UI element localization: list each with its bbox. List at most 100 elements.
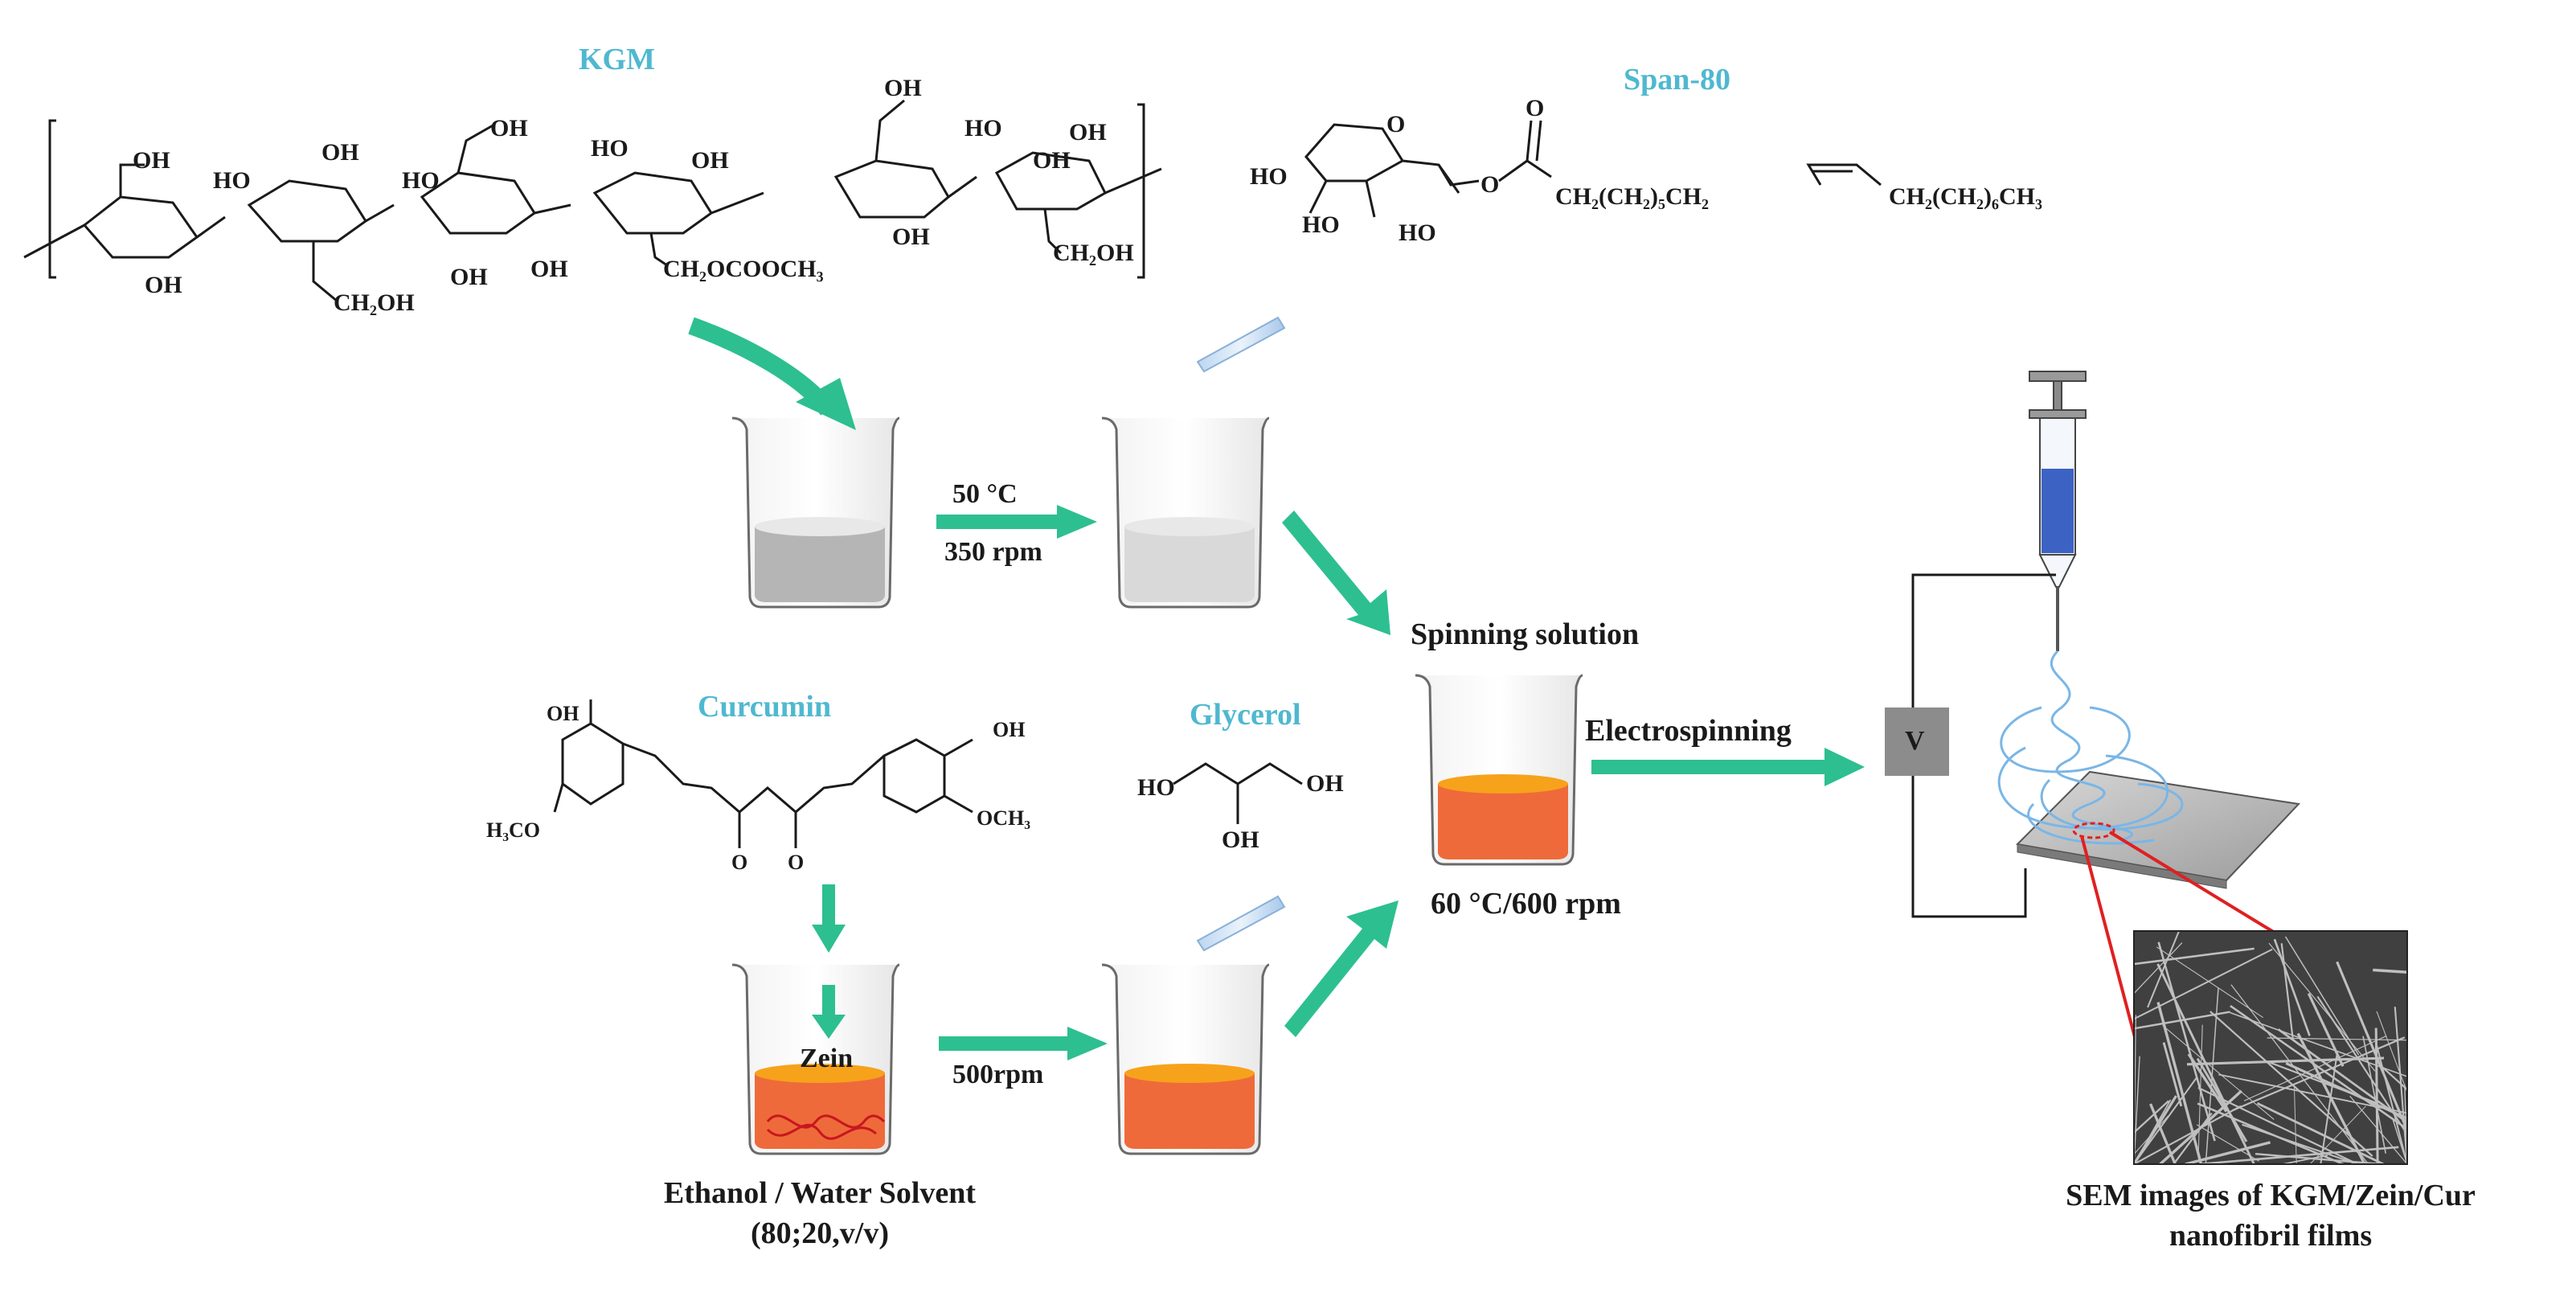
sem-fiber	[2349, 1095, 2408, 1165]
zein-protein-coils	[766, 1114, 886, 1140]
beaker-spinning	[1415, 674, 1583, 866]
sem-fiber	[2374, 1027, 2379, 1165]
glycerol-ho: HO	[1137, 774, 1175, 801]
sem-fiber	[2133, 942, 2183, 995]
sem-fiber	[2243, 1035, 2387, 1101]
kgm-right-bracket	[1137, 103, 1145, 279]
arrow-kgm-curved-head	[796, 378, 856, 430]
sem-fiber	[2282, 1154, 2328, 1165]
collector-plate-edge	[2017, 843, 2227, 889]
beakers-group	[731, 416, 1583, 1155]
beaker-spinning-surface	[1438, 774, 1568, 794]
arrow-electrospinning-head	[1824, 748, 1865, 786]
span80-structure	[1304, 120, 1882, 218]
sem-fiber	[2197, 1086, 2358, 1165]
curcumin-oh-right: OH	[993, 718, 1026, 741]
sem-fiber	[2133, 1105, 2242, 1165]
span80-ho-2: HO	[1302, 211, 1340, 238]
wire-bottom	[1911, 776, 2027, 918]
arrow-zein-down-head	[812, 1015, 846, 1039]
sem-fiber	[2280, 943, 2294, 1040]
curcumin-ome-left: H₃CO	[486, 818, 541, 842]
syringe-fluid	[2042, 469, 2074, 553]
curcumin-o-2: O	[788, 851, 805, 874]
arrow-step1-shaft	[936, 515, 1057, 529]
sem-fiber	[2230, 984, 2369, 1165]
curcumin-left-ring	[561, 722, 625, 806]
sem-fiber	[2391, 1118, 2408, 1165]
arrows-group	[688, 317, 1865, 1060]
sem-fiber	[2162, 1042, 2183, 1107]
sem-image	[2132, 930, 2409, 1166]
beaker-zein-glycerol	[1101, 963, 1270, 1155]
sem-fiber	[2197, 1024, 2203, 1159]
sem-fiber	[2218, 1073, 2408, 1114]
beaker-kgm-span80-surface	[1124, 517, 1255, 536]
sem-fiber	[2187, 1053, 2228, 1113]
mix-condition: 60 °C/600 rpm	[1431, 887, 1621, 921]
solvent-label-line2: (80;20,v/v)	[750, 1216, 890, 1250]
kgm-oh-2: OH	[321, 139, 359, 166]
sem-fiber	[2133, 1011, 2230, 1030]
electrospinning-label: Electrospinning	[1585, 714, 1792, 748]
sem-fiber	[2320, 1053, 2338, 1165]
kgm-left-bracket	[48, 119, 56, 279]
arrow-curcumin-down-shaft	[822, 884, 835, 929]
sem-fiber	[2133, 1077, 2197, 1165]
pipette-top	[1196, 316, 1286, 373]
curcumin-right-ring	[883, 738, 946, 814]
beaker-zein-surface	[755, 1064, 885, 1083]
sem-fiber	[2374, 1040, 2408, 1165]
sem-fiber	[2242, 1123, 2358, 1165]
kgm-ho-1: HO	[213, 167, 251, 194]
span80-o-carbonyl: O	[1526, 95, 1545, 121]
curcumin-structure	[553, 699, 973, 848]
glycerol-oh-mid: OH	[1222, 826, 1259, 853]
sem-fiber	[2376, 1011, 2408, 1093]
glycerol-label: Glycerol	[1190, 698, 1301, 732]
pipette-bottom	[1196, 895, 1286, 952]
sem-fiber	[2133, 1099, 2172, 1165]
syringe-tip	[2038, 554, 2077, 588]
beaker-kgm-liquid	[755, 527, 885, 602]
span80-chain-1: CH₂(CH₂)₅CH₂	[1555, 183, 1709, 210]
sem-fiber	[2273, 938, 2311, 1036]
curcumin-o-1: O	[731, 851, 748, 874]
sample-region-marker	[2072, 822, 2115, 839]
sem-caption-line1: SEM images of KGM/Zein/Cur	[2066, 1179, 2476, 1212]
kgm-label: KGM	[579, 43, 655, 76]
syringe-needle	[2056, 587, 2059, 651]
arrow-curcumin-down-head	[812, 925, 846, 953]
sem-fiber	[2255, 1152, 2381, 1166]
electrospinning-apparatus	[1885, 371, 2409, 1166]
span80-label: Span-80	[1624, 63, 1731, 96]
sem-fiber	[2156, 1002, 2203, 1165]
zoom-line-left	[2080, 835, 2140, 1050]
wire-top	[1911, 573, 2056, 708]
sem-fiber	[2296, 1032, 2366, 1165]
beaker-kgm-surface	[755, 517, 885, 536]
sem-caption-line2: nanofibril films	[2169, 1219, 2373, 1253]
kgm-oh-11: OH	[1033, 147, 1071, 174]
glycerol-structure	[1173, 762, 1303, 824]
curcumin-ome-right: OCH₃	[977, 806, 1031, 830]
sem-fiber	[2373, 968, 2408, 974]
beaker-kgm-span80-liquid	[1124, 527, 1255, 602]
curcumin-oh-left: OH	[547, 702, 579, 725]
kgm-oh-8: OH	[884, 75, 922, 101]
syringe-plunger-rod	[2053, 380, 2062, 412]
arrow-electrospinning-shaft	[1591, 760, 1824, 774]
beaker-spinning-liquid	[1438, 784, 1568, 859]
sem-fiber	[2284, 936, 2360, 1056]
span80-o-ring: O	[1386, 111, 1406, 137]
sem-fiber	[2147, 930, 2180, 1008]
arrow-zein-down-shaft	[822, 985, 835, 1017]
kgm-acetyl: CH₂OCOOCH₃	[663, 256, 824, 282]
kgm-oh-9: OH	[1069, 119, 1107, 146]
kgm-ring-5	[833, 159, 950, 219]
zoom-line-right	[2108, 831, 2276, 934]
span80-chain-2: CH₂(CH₂)₆CH₃	[1889, 183, 2042, 210]
sem-fiber	[2133, 948, 2273, 1020]
span80-ho-1: HO	[1250, 163, 1288, 190]
